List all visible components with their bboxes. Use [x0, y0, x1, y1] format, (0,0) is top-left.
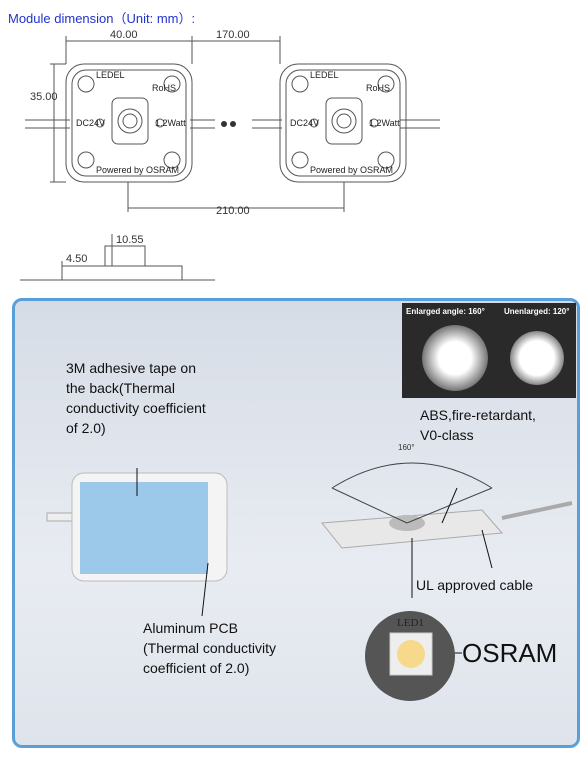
module2-brand: LEDEL — [310, 70, 339, 80]
product-photo: 160° LED1 — [46, 443, 573, 701]
cable-label: UL approved cable — [416, 577, 534, 593]
glow-narrow-spot — [510, 331, 564, 385]
glow-right-label: Unenlarged: 120° — [504, 307, 570, 316]
dim-base: 4.50 — [66, 253, 87, 265]
dimension-drawing: LEDEL RoHS DC24V 1.2Watt Powered by OSRA… — [20, 29, 440, 281]
dim-spacing: 170.00 — [216, 29, 250, 41]
module-rohs: RoHS — [152, 83, 176, 93]
dim-width: 40.00 — [110, 29, 138, 41]
dim-span: 210.00 — [216, 205, 250, 217]
module-powered-by: Powered by OSRAM — [96, 165, 179, 175]
osram-label: OSRAM — [462, 638, 558, 668]
module-power: 1.2Watt — [155, 118, 186, 128]
dim-thickness: 10.55 — [116, 234, 144, 246]
glow-wide-spot — [422, 325, 488, 391]
abs-label: ABS,fire-retardant, V0-class — [420, 407, 536, 443]
photo-angle: 160° — [398, 443, 415, 452]
beam-angle-image: Enlarged angle: 160° Unenlarged: 120° — [402, 303, 576, 398]
photo-led-label: LED1 — [397, 617, 424, 629]
pcb-label: Aluminum PCB (Thermal conductivity coeff… — [143, 620, 277, 676]
module-brand: LEDEL — [96, 70, 125, 80]
glow-left-label: Enlarged angle: 160° — [406, 307, 485, 316]
module2-powered-by: Powered by OSRAM — [310, 165, 393, 175]
module-voltage: DC24V — [76, 118, 105, 128]
dim-height: 35.00 — [30, 91, 58, 103]
module2-rohs: RoHS — [366, 83, 390, 93]
module2-voltage: DC24V — [290, 118, 319, 128]
module2-power: 1.2Watt — [369, 118, 400, 128]
page-title: Module dimension（Unit: mm）: — [8, 11, 196, 26]
tape-label: 3M adhesive tape on the back(Thermal con… — [66, 360, 206, 436]
